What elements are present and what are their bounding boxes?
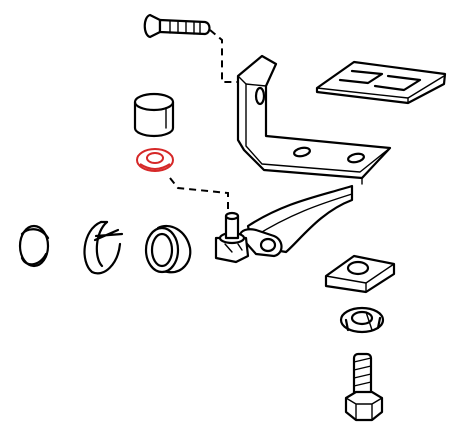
washer-highlighted xyxy=(136,148,174,172)
shim-plate xyxy=(315,60,447,105)
square-nut-plate xyxy=(324,254,396,294)
bushing xyxy=(133,92,175,138)
hex-bolt xyxy=(344,352,384,422)
hinge-bracket xyxy=(236,54,392,185)
washer-inner-ring xyxy=(146,152,164,164)
rubber-bushing xyxy=(144,224,192,274)
spring-washer xyxy=(339,306,385,334)
end-cap xyxy=(18,224,50,268)
hinge-arm-with-pivot-pin xyxy=(214,184,354,264)
leader-line-washer xyxy=(169,177,229,210)
retaining-clip xyxy=(83,220,124,275)
leader-line-screw xyxy=(209,29,240,83)
washer-outer-ring xyxy=(136,148,174,172)
countersunk-screw xyxy=(143,13,211,39)
